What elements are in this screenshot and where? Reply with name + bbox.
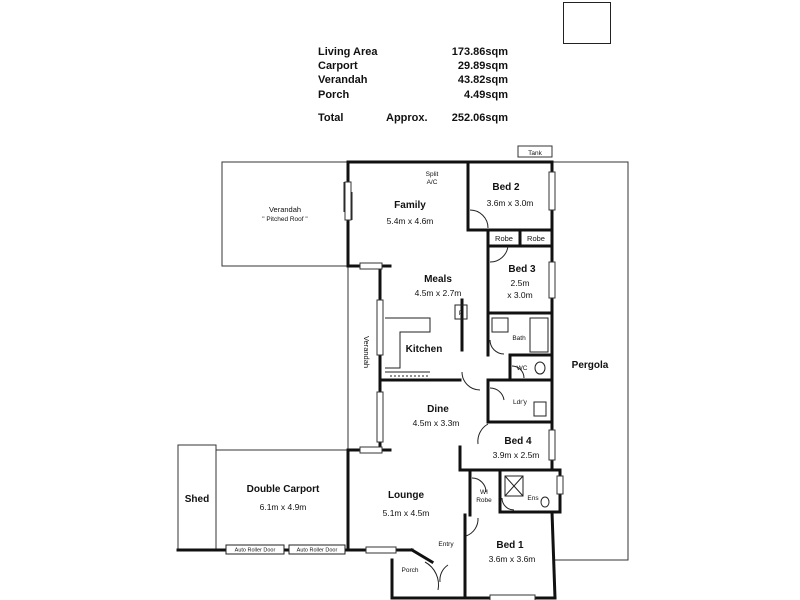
window (359, 446, 383, 454)
summary-value: 252.06sqm (451, 112, 508, 124)
pergola-outline (548, 161, 629, 561)
room-dims-carport: 6.1m x 4.9m (260, 502, 307, 512)
window (548, 171, 556, 211)
ensuite-label: Ens (527, 495, 539, 502)
room-name-kitchen: Kitchen (406, 344, 443, 355)
pantry-label: P (459, 310, 463, 317)
roller-door-1 (225, 544, 285, 555)
summary-label: Total (318, 112, 344, 124)
summary-value: 4.49sqm (463, 89, 508, 101)
summary-label: Verandah (318, 74, 368, 86)
window (548, 429, 556, 461)
window (489, 594, 536, 600)
split-ac-label: Split (426, 171, 439, 178)
carport-outline (215, 449, 348, 550)
summary-value: 173.86sqm (451, 46, 508, 58)
robe-label: Robe (527, 234, 545, 243)
compass-box (563, 2, 611, 44)
room-dims-family: 5.4m x 4.6m (387, 216, 434, 226)
entry-label: Entry (438, 541, 454, 548)
roller-door-label-1: Auto Roller Door (235, 548, 276, 554)
summary-row-living: Living Area 173.86sqm (318, 46, 508, 60)
room-dims-bed1: 3.6m x 3.6m (489, 554, 536, 564)
room-name-carport: Double Carport (247, 484, 320, 495)
verandah-top-outline (221, 161, 348, 267)
room-dims-bed3: 2.5m (511, 278, 530, 288)
room-name-bed2: Bed 2 (492, 182, 520, 193)
house-walls (176, 160, 562, 600)
sliding-door (343, 182, 353, 220)
window (376, 391, 384, 443)
ensuite-fixtures (504, 475, 550, 508)
bath-label: Bath (512, 335, 526, 342)
summary-value: 43.82sqm (457, 74, 508, 86)
window (556, 475, 564, 495)
wi-robe-label: Robe (476, 497, 492, 504)
room-name-bed4: Bed 4 (504, 436, 532, 447)
tank-label: Tank (528, 150, 542, 157)
room-dims-bed4: 3.9m x 2.5m (493, 450, 540, 460)
window (365, 546, 397, 554)
wi-robe-label: WI (480, 489, 488, 496)
tank-box (517, 145, 553, 158)
windows (344, 171, 564, 600)
room-name-meals: Meals (424, 274, 452, 285)
room-name-verandah-top: Verandah (269, 205, 301, 214)
room-name-bed1: Bed 1 (496, 540, 524, 551)
bath-fixtures (491, 317, 549, 417)
summary-approx: Approx. (386, 112, 428, 124)
roller-doors (225, 544, 346, 555)
verandah-note: " Pitched Roof " (262, 216, 308, 223)
summary-value: 29.89sqm (457, 60, 508, 72)
robe-label: Robe (495, 234, 513, 243)
room-dims-bed3: x 3.0m (507, 290, 533, 300)
room-name-pergola: Pergola (572, 360, 609, 371)
window (376, 299, 384, 356)
summary-row-porch: Porch 4.49sqm (318, 89, 508, 103)
laundry-label: Ldr'y (513, 399, 528, 406)
wc-label: WC (517, 365, 528, 372)
kitchen-benches (385, 304, 468, 377)
room-dims-dine: 4.5m x 3.3m (413, 418, 460, 428)
room-name-shed: Shed (185, 494, 209, 505)
porch-label: Porch (402, 567, 419, 574)
room-name-bed3: Bed 3 (508, 264, 536, 275)
room-dims-lounge: 5.1m x 4.5m (383, 508, 430, 518)
room-name-dine: Dine (427, 404, 449, 415)
summary-label: Porch (318, 89, 350, 101)
door-swings (424, 209, 525, 591)
summary-label: Living Area (318, 46, 378, 58)
summary-row-total: Total Approx. 252.06sqm (318, 112, 508, 126)
summary-row-carport: Carport 29.89sqm (318, 60, 508, 74)
room-name-verandah-side: Verandah (362, 336, 371, 368)
window (344, 181, 352, 221)
room-dims-meals: 4.5m x 2.7m (415, 288, 462, 298)
window (359, 262, 383, 270)
room-name-lounge: Lounge (388, 490, 425, 501)
roller-door-label-2: Auto Roller Door (297, 548, 338, 554)
split-ac-label: A/C (427, 179, 438, 186)
summary-row-verandah: Verandah 43.82sqm (318, 74, 508, 88)
window (548, 261, 556, 299)
room-name-family: Family (394, 200, 426, 211)
room-dims-bed2: 3.6m x 3.0m (487, 198, 534, 208)
roller-door-2 (288, 544, 346, 555)
summary-label: Carport (318, 60, 358, 72)
room-labels: Tank Split A/C Family 5.4m x 4.6m Bed 2 … (185, 150, 609, 574)
